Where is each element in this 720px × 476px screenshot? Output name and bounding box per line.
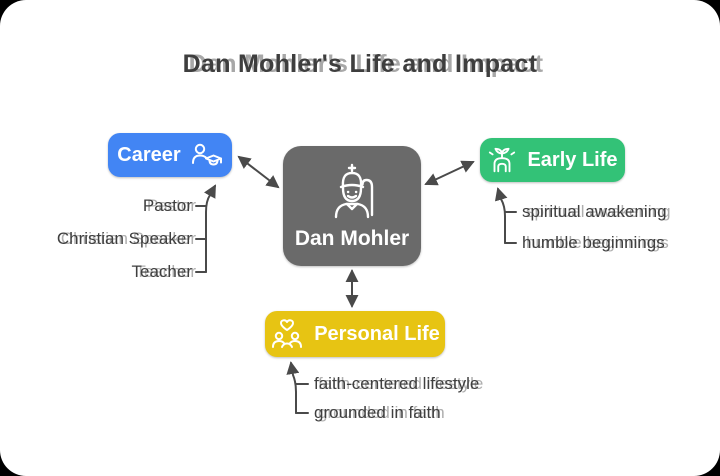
family-heart-icon	[270, 319, 304, 349]
node-personal-life[interactable]: Personal Life	[265, 311, 445, 357]
node-personal-life-label: Personal Life	[314, 322, 440, 345]
growth-sprout-icon	[487, 145, 517, 175]
node-dan-mohler[interactable]: Dan Mohler	[283, 146, 421, 266]
pastor-icon	[320, 161, 384, 223]
teacher-graduate-icon	[191, 142, 223, 168]
node-early-life[interactable]: Early Life	[480, 138, 625, 182]
node-early-life-label: Early Life	[527, 148, 618, 171]
career-item-pastor: Pastor	[142, 196, 192, 215]
career-item-christian-speaker: Christian Speaker	[56, 229, 192, 248]
personal-life-item-1: faith-centered lifestyle	[314, 374, 480, 393]
node-career-label: Career	[117, 143, 181, 166]
diagram-title: Dan Mohler's Life and Impact	[182, 50, 538, 78]
node-career[interactable]: Career	[108, 133, 232, 177]
early-life-item-1: spiritual awakening	[522, 202, 667, 221]
early-life-item-2: humble beginnings	[522, 233, 665, 252]
career-item-teacher: Teacher	[131, 262, 192, 281]
node-dan-mohler-label: Dan Mohler	[294, 227, 410, 250]
personal-life-item-2: grounded in faith	[314, 403, 441, 422]
